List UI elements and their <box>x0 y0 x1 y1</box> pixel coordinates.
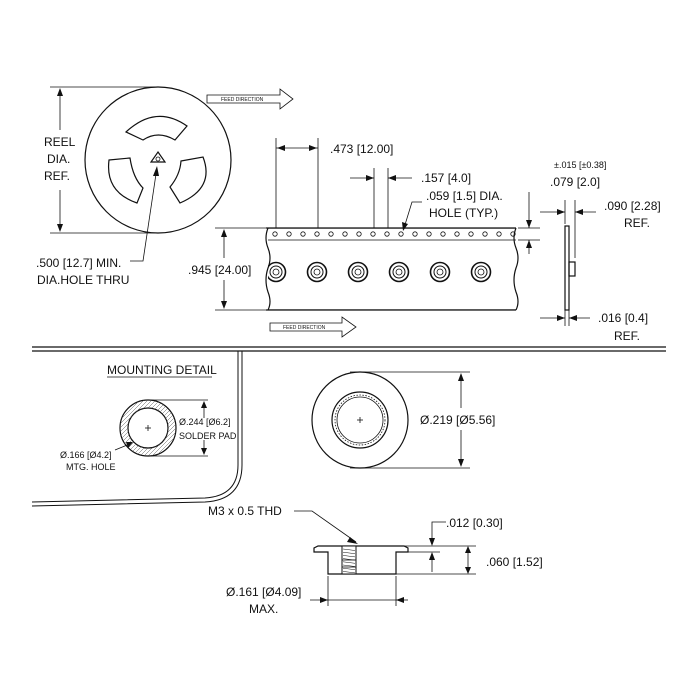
sprocket-holes <box>272 231 516 237</box>
sprocket-hole <box>272 231 278 237</box>
reel-dia-label-1: REEL <box>44 135 76 149</box>
side-height-label-2: REF. <box>624 216 650 230</box>
offset-dimension: ±.015 [±0.38] .079 [2.0] <box>518 160 606 254</box>
pad-label-2: SOLDER PAD <box>179 431 237 441</box>
section-divider <box>31 346 666 507</box>
flange-dimension: .012 [0.30] <box>404 516 503 572</box>
sprocket-hole <box>440 231 446 237</box>
feed-direction-top-arrow: FEED DIRECTION <box>206 88 294 110</box>
sprocket-hole <box>412 231 418 237</box>
thread-callout: M3 x 0.5 THD <box>208 504 358 544</box>
hole-label-1: Ø.166 [Ø4.2] <box>60 450 112 460</box>
reel-dia-label-3: REF. <box>44 169 70 183</box>
mounting-detail: MOUNTING DETAIL Ø.244 [Ø6.2] SOLDER PAD … <box>60 363 237 472</box>
tape-side-view <box>564 225 576 311</box>
sprocket-hole <box>342 231 348 237</box>
reel-hole-label-2: DIA.HOLE THRU <box>37 273 129 287</box>
sprocket-pitch-dimension: .157 [4.0] <box>350 168 471 228</box>
side-height-dimension: .090 [2.28] REF. <box>540 199 661 258</box>
standoff-top-dia-label: Ø.219 [Ø5.56] <box>420 413 495 427</box>
tape-pockets <box>268 261 492 283</box>
sprocket-hole-callout: .059 [1.5] DIA. HOLE (TYP.) <box>402 189 503 231</box>
height-label: .060 [1.52] <box>486 555 543 569</box>
tape-width-dimension: .945 [24.00] <box>188 227 266 311</box>
reel-dia-label-2: DIA. <box>47 152 70 166</box>
feed-direction-bottom-label: FEED DIRECTION <box>283 325 326 331</box>
sprocket-hole <box>510 231 516 237</box>
tape-pocket <box>429 261 451 283</box>
reel-dia-dimension: REEL DIA. REF. <box>44 86 158 234</box>
tape-pocket <box>306 261 328 283</box>
sprocket-hole <box>482 231 488 237</box>
sprocket-hole <box>454 231 460 237</box>
mounting-detail-title: MOUNTING DETAIL <box>107 363 217 377</box>
tape-pocket <box>347 261 369 283</box>
sprocket-hole-label-2: HOLE (TYP.) <box>429 206 498 220</box>
tape-pocket <box>470 261 492 283</box>
reel-hole-callout: .500 [12.7] MIN. DIA.HOLE THRU <box>36 166 159 287</box>
sprocket-hole <box>426 231 432 237</box>
sprocket-hole <box>286 231 292 237</box>
hole-label-2: MTG. HOLE <box>66 462 116 472</box>
flange-label: .012 [0.30] <box>446 516 503 530</box>
reel-hole-label-1: .500 [12.7] MIN. <box>36 256 121 270</box>
thickness-label-2: REF. <box>614 329 640 343</box>
sprocket-pitch-label: .157 [4.0] <box>421 171 471 185</box>
offset-label: .079 [2.0] <box>550 175 600 189</box>
tolerance-label: ±.015 [±0.38] <box>554 160 606 170</box>
sprocket-hole <box>328 231 334 237</box>
sprocket-hole <box>370 231 376 237</box>
tape-width-label: .945 [24.00] <box>188 263 251 277</box>
sprocket-hole <box>356 231 362 237</box>
sprocket-hole <box>314 231 320 237</box>
sprocket-hole <box>398 231 404 237</box>
feed-direction-top-label: FEED DIRECTION <box>221 97 264 103</box>
pitch-label: .473 [12.00] <box>330 142 393 156</box>
height-dimension: .060 [1.52] <box>396 545 543 575</box>
sprocket-hole <box>468 231 474 237</box>
sprocket-hole <box>300 231 306 237</box>
body-dia-label-1: Ø.161 [Ø4.09] <box>226 585 301 599</box>
feed-direction-bottom-arrow: FEED DIRECTION <box>269 316 357 338</box>
thickness-dimension: .016 [0.4] REF. <box>540 310 648 343</box>
pitch-dimension: .473 [12.00] <box>275 138 393 228</box>
standoff-top-view: Ø.219 [Ø5.56] <box>311 371 495 469</box>
side-height-label-1: .090 [2.28] <box>604 199 661 213</box>
reel-drawing <box>84 86 232 234</box>
thickness-label-1: .016 [0.4] <box>598 311 648 325</box>
tape-pocket <box>268 261 287 283</box>
body-dia-dimension: Ø.161 [Ø4.09] MAX. <box>226 576 408 616</box>
thread-hatch <box>342 548 356 574</box>
sprocket-hole <box>496 231 502 237</box>
standoff-side-view <box>313 545 409 575</box>
pad-label-1: Ø.244 [Ø6.2] <box>179 417 231 427</box>
sprocket-hole <box>384 231 390 237</box>
carrier-tape <box>265 227 519 311</box>
sprocket-hole-label-1: .059 [1.5] DIA. <box>426 189 503 203</box>
thread-label: M3 x 0.5 THD <box>208 504 282 518</box>
body-dia-label-2: MAX. <box>249 602 278 616</box>
tape-pocket <box>388 261 410 283</box>
